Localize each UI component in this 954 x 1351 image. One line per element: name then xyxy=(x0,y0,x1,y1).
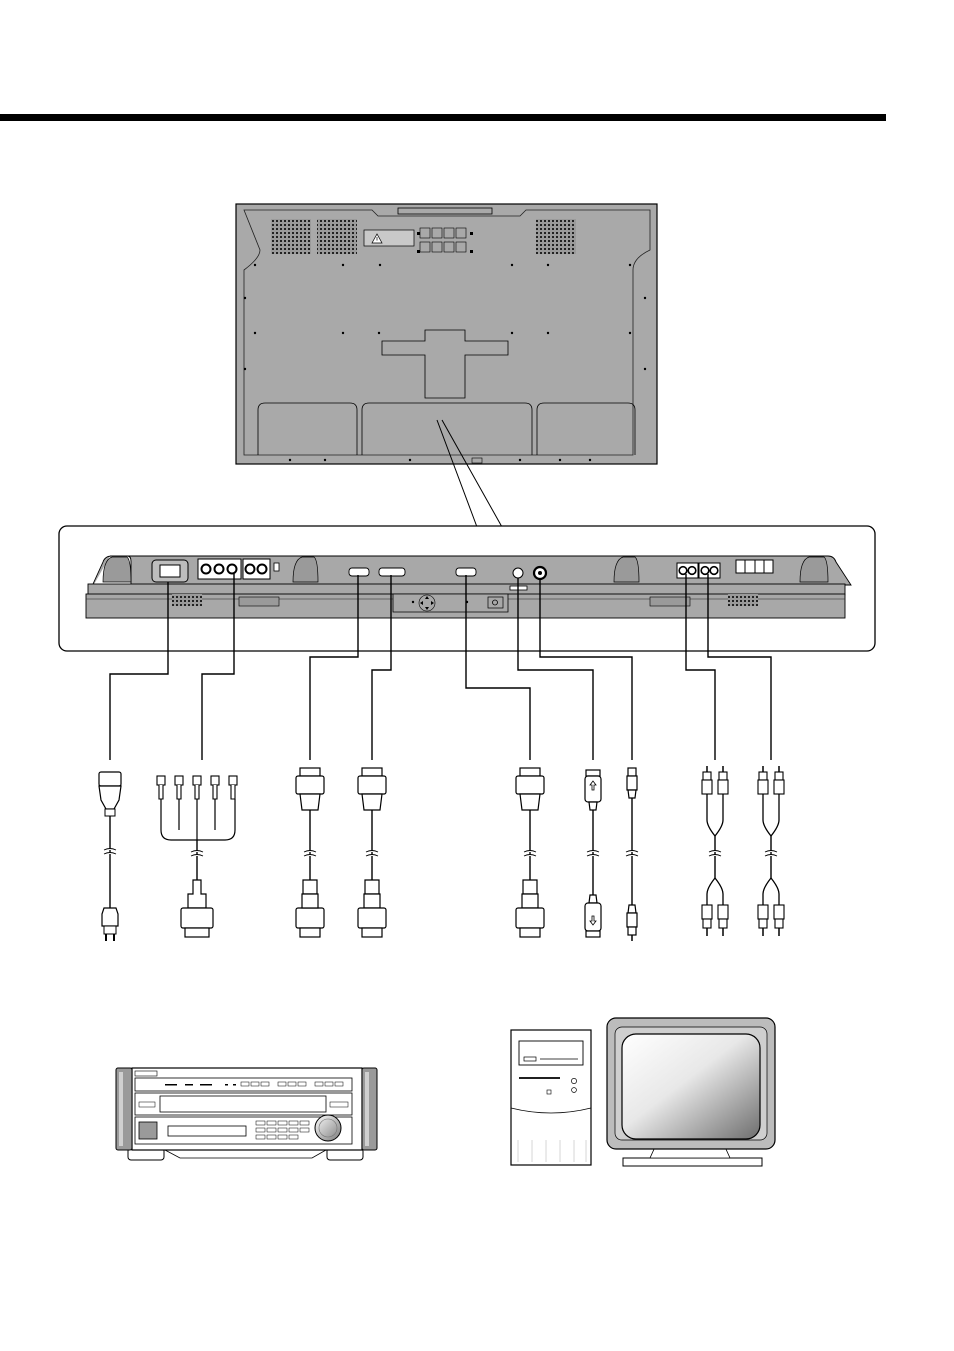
audio-in-2-port xyxy=(699,563,720,578)
video-in-port xyxy=(534,567,546,579)
crt-monitor-icon xyxy=(607,1018,775,1166)
cable-bnc-to-dsub xyxy=(157,776,237,937)
cable-video-rca xyxy=(626,768,638,941)
cable-s-video xyxy=(585,770,601,937)
rgb-out-dsub-port xyxy=(456,568,476,576)
cable-audio-2 xyxy=(758,766,784,936)
top-rule xyxy=(0,114,886,121)
cable-audio-1 xyxy=(702,766,728,936)
audio-in-1-port xyxy=(677,563,698,578)
control-panel-module xyxy=(393,594,508,612)
speaker-terminals xyxy=(736,560,773,573)
computer-tower-icon xyxy=(511,1030,591,1165)
ac-inlet-port xyxy=(152,560,188,582)
component-bnc-port xyxy=(243,559,270,579)
connector-panel-callout xyxy=(59,526,875,651)
av-receiver-icon xyxy=(116,1068,377,1160)
monitor-rear-view xyxy=(236,204,657,527)
rgb1-dsub-port xyxy=(349,568,369,576)
rgb2-dsub-port xyxy=(379,568,405,576)
cable-dsub-2 xyxy=(358,768,386,937)
cable-power-cord xyxy=(99,772,121,941)
cable-dsub-1 xyxy=(296,768,324,937)
cable-dsub-3 xyxy=(516,768,544,937)
